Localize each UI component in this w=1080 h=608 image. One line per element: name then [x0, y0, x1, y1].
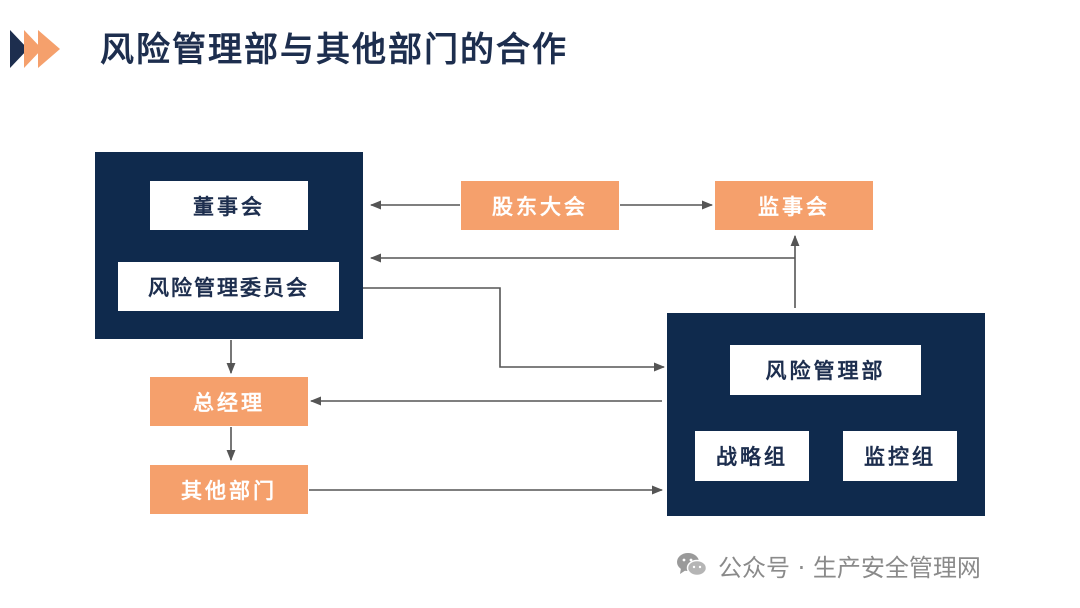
general-manager-box: 总经理: [150, 377, 308, 426]
board-box: 董事会: [150, 181, 308, 230]
arrow-committee-to-riskdept: [340, 287, 666, 372]
watermark-text: 公众号 · 生产安全管理网: [718, 553, 981, 582]
other-departments-box: 其他部门: [150, 465, 308, 514]
risk-committee-box: 风险管理委员会: [118, 262, 339, 311]
chevron-logo-icon: [10, 30, 60, 68]
risk-department-panel: [667, 313, 985, 516]
supervisors-box: 监事会: [715, 181, 873, 230]
strategy-group-box: 战略组: [695, 431, 809, 481]
page-title: 风险管理部与其他部门的合作: [100, 30, 568, 70]
shareholders-box: 股东大会: [461, 181, 619, 230]
monitoring-group-box: 监控组: [843, 431, 957, 481]
watermark: 公众号 · 生产安全管理网: [676, 546, 981, 584]
risk-department-box: 风险管理部: [730, 345, 921, 395]
wechat-icon: [677, 553, 708, 577]
